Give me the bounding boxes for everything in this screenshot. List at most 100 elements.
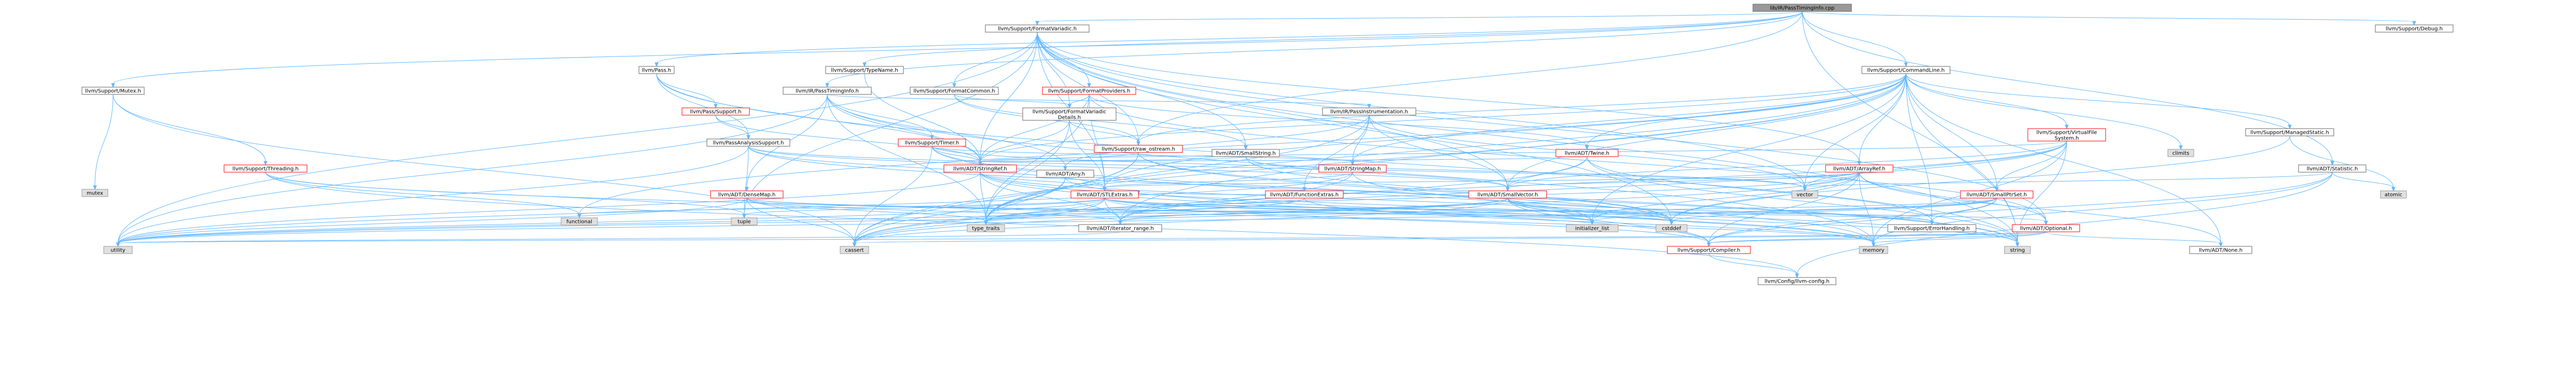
node-none[interactable]: llvm/ADT/None.h [2189, 246, 2252, 254]
node-cassert[interactable]: cassert [840, 246, 869, 254]
node-fp[interactable]: llvm/Support/FormatProviders.h [1042, 87, 1136, 95]
node-label: llvm/ADT/SmallString.h [1216, 151, 1276, 157]
node-label: tuple [737, 219, 751, 225]
node-box [1022, 107, 1117, 121]
node-smap[interactable]: llvm/ADT/StringMap.h [1318, 164, 1387, 173]
edge-opt-none [2045, 231, 2223, 247]
edge-root-stat [1802, 11, 2334, 166]
nodes-layer: lib/IR/PassTimingInfo.cpp llvm/Support/Fo… [81, 4, 2454, 285]
node-fnx[interactable]: llvm/ADT/FunctionExtras.h [1265, 190, 1344, 199]
node-svec[interactable]: llvm/ADT/SmallVector.h [1468, 190, 1547, 199]
node-box [2245, 128, 2334, 136]
node-sref[interactable]: llvm/ADT/StringRef.h [943, 164, 1017, 173]
node-pas[interactable]: llvm/PassAnalysisSupport.h [706, 138, 790, 147]
node-aref[interactable]: llvm/ADT/ArrayRef.h [1825, 164, 1893, 173]
node-box [2298, 164, 2366, 173]
node-twine[interactable]: llvm/ADT/Twine.h [1555, 149, 1619, 157]
node-box [1468, 190, 1547, 199]
edge-stat-atomic [2332, 172, 2396, 192]
node-tuple[interactable]: tuple [731, 217, 758, 226]
node-label: llvm/ADT/FunctionExtras.h [1270, 192, 1339, 198]
node-stlx[interactable]: llvm/ADT/STLExtras.h [1070, 190, 1139, 199]
node-cl[interactable]: llvm/Support/CommandLine.h [1861, 66, 1951, 74]
node-box [1078, 224, 1162, 232]
edge-fvd-rawos [1069, 120, 1140, 146]
edge-fp-opt [1089, 94, 2048, 226]
node-label: llvm/Config/llvm-config.h [1765, 279, 1830, 285]
node-cfg[interactable]: llvm/Config/llvm-config.h [1758, 277, 1836, 285]
node-itr[interactable]: llvm/ADT/iterator_range.h [1078, 224, 1162, 232]
node-box [2375, 24, 2454, 33]
node-box [103, 246, 133, 254]
node-string[interactable]: string [2004, 246, 2031, 254]
node-comp[interactable]: llvm/Support/Compiler.h [1667, 246, 1751, 254]
node-pins[interactable]: llvm/IR/PassInstrumentation.h [1322, 107, 1416, 116]
node-box [1318, 164, 1387, 173]
node-box [1070, 190, 1139, 199]
node-box [710, 190, 784, 199]
node-pass[interactable]: llvm/Pass.h [638, 66, 675, 74]
edge-pti-sref [827, 94, 982, 166]
node-smstr[interactable]: llvm/ADT/SmallString.h [1212, 149, 1280, 157]
node-root[interactable]: lib/IR/PassTimingInfo.cpp [1752, 4, 1852, 12]
node-mstat[interactable]: llvm/Support/ManagedStatic.h [2245, 128, 2334, 136]
edge-fc-smstr [954, 94, 1248, 150]
node-mutexsys[interactable]: mutex [81, 189, 108, 197]
node-tt[interactable]: type_traits [967, 224, 1005, 232]
edge-root-pass [655, 11, 1803, 67]
edge-pass-ps [656, 73, 718, 109]
node-box [783, 87, 872, 95]
node-box [731, 217, 758, 226]
node-label: llvm/Support/ManagedStatic.h [2250, 130, 2329, 136]
edge-sps-itr [1118, 198, 1997, 226]
node-label: llvm/ADT/SmallVector.h [1478, 192, 1538, 198]
node-stat[interactable]: llvm/ADT/Statistic.h [2298, 164, 2366, 173]
node-mutex[interactable]: llvm/Support/Mutex.h [81, 87, 145, 95]
node-il[interactable]: initializer_list [1566, 224, 1619, 232]
node-errh[interactable]: llvm/Support/ErrorHandling.h [1887, 224, 1976, 232]
node-tn[interactable]: llvm/Support/TypeName.h [825, 66, 904, 74]
node-timer[interactable]: llvm/Support/Timer.h [898, 138, 966, 147]
node-box [1861, 66, 1951, 74]
node-label: llvm/Support/VirtualFile [2037, 130, 2097, 136]
node-vector[interactable]: vector [1791, 190, 1818, 199]
node-memory[interactable]: memory [1859, 246, 1888, 254]
node-label: llvm/Support/TypeName.h [831, 68, 898, 74]
node-box [638, 66, 675, 74]
node-sps[interactable]: llvm/ADT/SmallPtrSet.h [1960, 190, 2034, 199]
node-ps[interactable]: llvm/Pass/Support.h [681, 107, 750, 116]
node-fv[interactable]: llvm/Support/FormatVariadic.h [985, 24, 1090, 33]
node-any[interactable]: llvm/ADT/Any.h [1036, 170, 1094, 178]
edge-thr-functional [265, 172, 581, 219]
node-label: llvm/Pass.h [642, 68, 671, 74]
node-box [1036, 170, 1094, 178]
node-label: llvm/Support/Timer.h [905, 141, 959, 146]
node-label: llvm/ADT/None.h [2199, 248, 2243, 254]
node-dmap[interactable]: llvm/ADT/DenseMap.h [710, 190, 784, 199]
node-rawos[interactable]: llvm/Support/raw_ostream.h [1094, 145, 1183, 153]
edge-root-dbg [1802, 11, 2416, 26]
node-thr[interactable]: llvm/Support/Threading.h [224, 164, 308, 173]
node-label: mutex [87, 191, 103, 197]
node-cstddef[interactable]: cstddef [1655, 224, 1688, 232]
node-box [1094, 145, 1183, 153]
node-dbg[interactable]: llvm/Support/Debug.h [2375, 24, 2454, 33]
node-functional[interactable]: functional [561, 217, 598, 226]
node-atomic[interactable]: atomic [2380, 190, 2407, 199]
edge-cl-aref [1857, 73, 1906, 166]
node-climits[interactable]: climits [2167, 149, 2194, 157]
node-pti[interactable]: llvm/IR/PassTimingInfo.h [783, 87, 872, 95]
node-label: llvm/Support/FormatCommon.h [913, 89, 995, 94]
node-box [910, 87, 999, 95]
node-box [1555, 149, 1619, 157]
node-opt[interactable]: llvm/ADT/Optional.h [2012, 224, 2080, 232]
node-label: llvm/ADT/Any.h [1046, 172, 1085, 177]
node-box [967, 224, 1005, 232]
edge-mutex-mutexsys [93, 94, 114, 190]
node-label: llvm/Support/raw_ostream.h [1102, 147, 1175, 152]
node-utility[interactable]: utility [103, 246, 133, 254]
node-fc[interactable]: llvm/Support/FormatCommon.h [910, 87, 999, 95]
node-label: llvm/ADT/Statistic.h [2307, 166, 2358, 172]
